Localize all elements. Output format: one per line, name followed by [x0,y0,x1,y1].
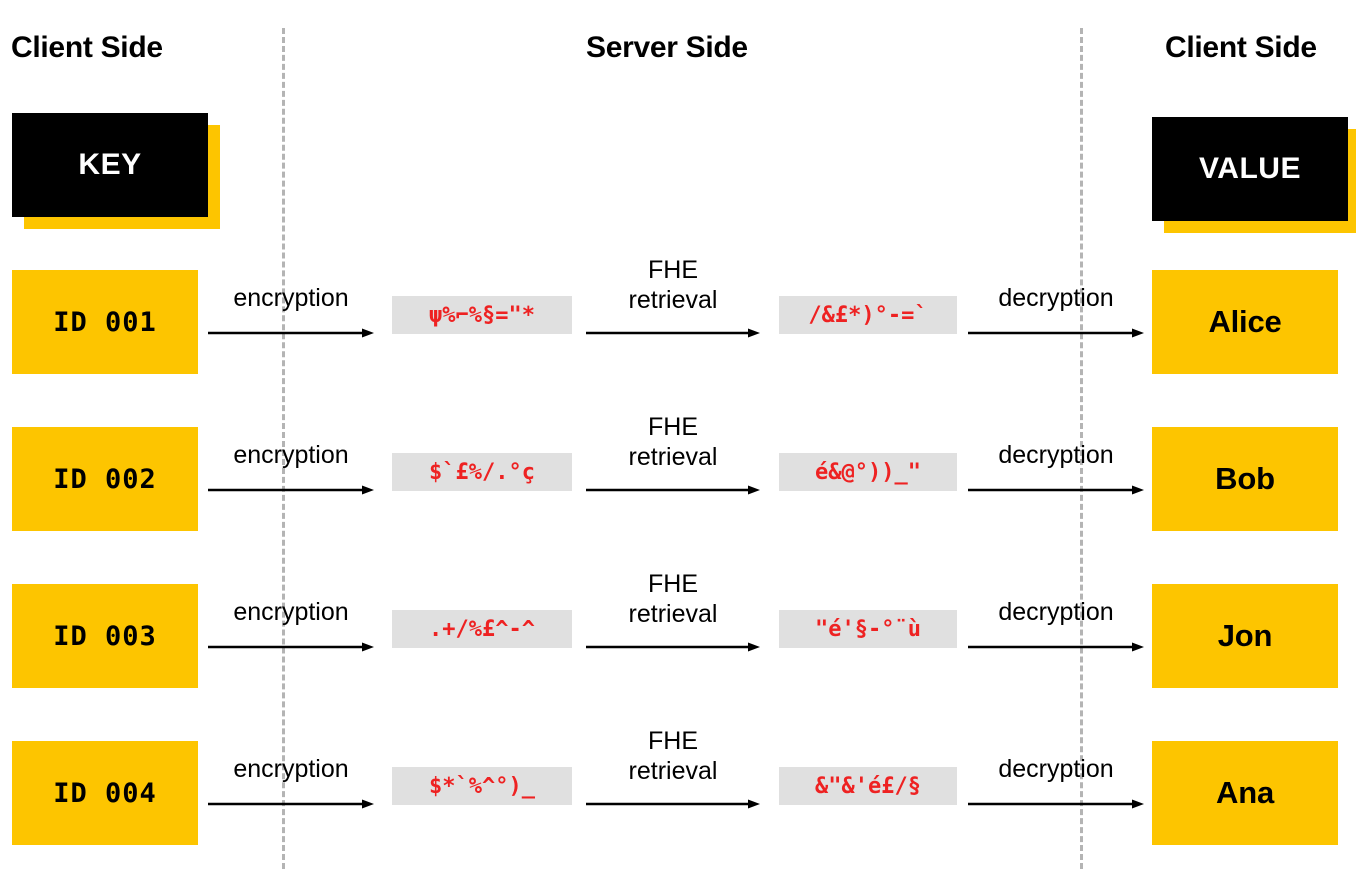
key-card-label: KEY [78,148,142,181]
value-box-4[interactable]: Ana [1152,741,1338,845]
cipher-client-2: $`£%/.°ç [392,453,572,491]
cipher-client-1: ψ%⌐%§="* [392,296,572,334]
value-box-2[interactable]: Bob [1152,427,1338,531]
cipher-server-text-3: "é'§-°¨ù [815,616,921,642]
decryption-arrow-label-4: decryption [998,755,1114,783]
column-header-client-right: Client Side [1165,31,1317,64]
encryption-arrow-4: encryption [208,741,374,845]
cipher-server-text-4: &"&'é£/§ [815,773,921,799]
key-box-4[interactable]: ID 004 [12,741,198,845]
encryption-arrow-label-1: encryption [233,284,349,312]
cipher-client-text-1: ψ%⌐%§="* [429,302,535,328]
key-label-1: ID 001 [53,306,157,338]
decryption-arrow-2: decryption [968,427,1144,531]
encryption-arrow-label-3: encryption [233,598,349,626]
key-header-card: KEY [12,113,220,229]
cipher-server-2: é&@°))_" [779,453,957,491]
decryption-arrow-4: decryption [968,741,1144,845]
decryption-arrow-3: decryption [968,584,1144,688]
value-label-1: Alice [1208,304,1282,339]
encryption-arrow-line-4 [208,797,374,815]
fhe-retrieval-arrow-1: FHE retrieval [586,256,760,374]
fhe-retrieval-arrow-label-2: FHE retrieval [628,413,718,471]
cipher-server-text-1: /&£*)°-=` [808,302,928,328]
decryption-arrow-line-3 [968,640,1144,658]
divider-client-server-left [282,28,285,869]
fhe-retrieval-arrow-2: FHE retrieval [586,413,760,531]
cipher-server-4: &"&'é£/§ [779,767,957,805]
fhe-retrieval-arrow-label-4: FHE retrieval [628,727,718,785]
decryption-arrow-label-3: decryption [998,598,1114,626]
table-row: ID 004 encryption $*`%^°)_ FHE retrieval… [0,727,1356,847]
cipher-client-text-4: $*`%^°)_ [429,773,535,799]
decryption-arrow-label-2: decryption [998,441,1114,469]
cipher-server-text-2: é&@°))_" [815,459,921,485]
cipher-client-text-3: .+/%£^-^ [429,616,535,642]
encryption-arrow-1: encryption [208,270,374,374]
decryption-arrow-label-1: decryption [998,284,1114,312]
divider-server-client-right [1080,28,1083,869]
fhe-retrieval-arrow-3: FHE retrieval [586,570,760,688]
cipher-client-4: $*`%^°)_ [392,767,572,805]
decryption-arrow-1: decryption [968,270,1144,374]
encryption-arrow-line-2 [208,483,374,501]
cipher-client-3: .+/%£^-^ [392,610,572,648]
key-label-2: ID 002 [53,463,157,495]
encryption-arrow-line-1 [208,326,374,344]
encryption-arrow-label-2: encryption [233,441,349,469]
table-row: ID 001 encryption ψ%⌐%§="* FHE retrieval… [0,256,1356,376]
value-card-front: VALUE [1152,117,1348,221]
decryption-arrow-line-1 [968,326,1144,344]
value-label-2: Bob [1215,461,1275,496]
column-header-client-left: Client Side [11,31,163,64]
fhe-retrieval-arrow-label-3: FHE retrieval [628,570,718,628]
value-header-card: VALUE [1152,117,1356,233]
fhe-retrieval-arrow-line-2 [586,483,760,501]
value-label-4: Ana [1216,775,1274,810]
encryption-arrow-3: encryption [208,584,374,688]
key-label-4: ID 004 [53,777,157,809]
value-card-label: VALUE [1199,152,1301,185]
fhe-retrieval-arrow-line-3 [586,640,760,658]
decryption-arrow-line-4 [968,797,1144,815]
key-box-1[interactable]: ID 001 [12,270,198,374]
table-row: ID 002 encryption $`£%/.°ç FHE retrieval… [0,413,1356,533]
fhe-retrieval-arrow-label-1: FHE retrieval [628,256,718,314]
encryption-arrow-line-3 [208,640,374,658]
column-header-server: Server Side [586,31,748,64]
encryption-arrow-label-4: encryption [233,755,349,783]
key-label-3: ID 003 [53,620,157,652]
cipher-server-1: /&£*)°-=` [779,296,957,334]
decryption-arrow-line-2 [968,483,1144,501]
value-box-1[interactable]: Alice [1152,270,1338,374]
key-box-2[interactable]: ID 002 [12,427,198,531]
cipher-client-text-2: $`£%/.°ç [429,459,535,485]
encryption-arrow-2: encryption [208,427,374,531]
value-box-3[interactable]: Jon [1152,584,1338,688]
key-card-front: KEY [12,113,208,217]
key-box-3[interactable]: ID 003 [12,584,198,688]
fhe-retrieval-arrow-line-1 [586,326,760,344]
table-row: ID 003 encryption .+/%£^-^ FHE retrieval… [0,570,1356,690]
fhe-retrieval-arrow-4: FHE retrieval [586,727,760,845]
value-label-3: Jon [1217,618,1273,653]
cipher-server-3: "é'§-°¨ù [779,610,957,648]
fhe-retrieval-arrow-line-4 [586,797,760,815]
